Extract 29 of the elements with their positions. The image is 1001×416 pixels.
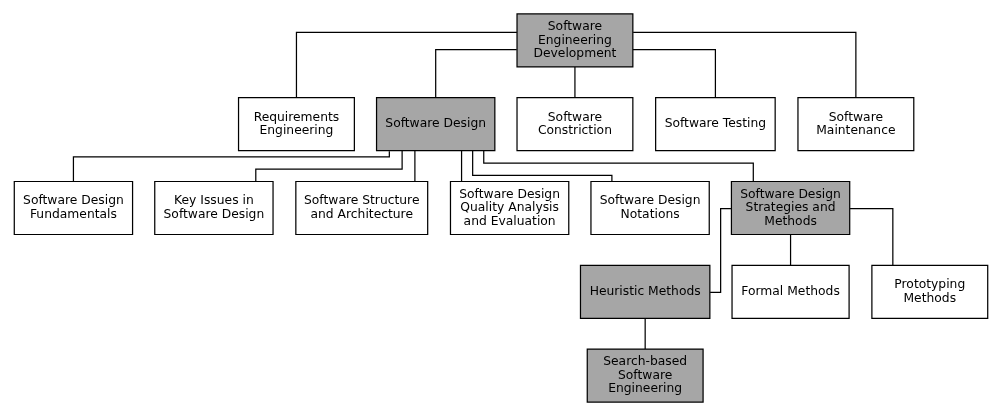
connector xyxy=(644,317,646,350)
node-box: Software Design Quality Analysis and Evaluation xyxy=(449,180,569,236)
connector xyxy=(72,150,390,182)
connector xyxy=(632,31,856,99)
node-box: Software Engineering Development xyxy=(515,13,633,68)
node-box: Formal Methods xyxy=(730,264,850,319)
node-box: Software Design Strategies and Methods xyxy=(730,180,850,236)
connector xyxy=(471,150,612,182)
node-box: Software Testing xyxy=(654,97,776,152)
connector xyxy=(460,150,462,182)
node-box: Requirements Engineering xyxy=(237,97,355,152)
connector xyxy=(434,49,517,99)
node-box: Software Maintenance xyxy=(796,97,914,152)
node-box: Heuristic Methods xyxy=(579,264,710,319)
node-box: Software Constriction xyxy=(515,97,633,152)
node-box: Software Design Notations xyxy=(589,180,710,236)
node-box: Software Design xyxy=(375,97,495,152)
connector xyxy=(789,233,791,266)
connector xyxy=(413,150,415,182)
node-box: Key Issues in Software Design xyxy=(153,180,274,236)
node-box: Search-based Software Engineering xyxy=(586,348,704,403)
connector xyxy=(482,150,754,182)
connector xyxy=(295,31,517,99)
node-box: Software Structure and Architecture xyxy=(294,180,428,236)
node-box: Prototyping Methods xyxy=(870,264,988,319)
node-box: Software Design Fundamentals xyxy=(13,180,133,236)
connector xyxy=(631,49,716,99)
connector xyxy=(573,66,576,99)
connector xyxy=(848,208,893,266)
